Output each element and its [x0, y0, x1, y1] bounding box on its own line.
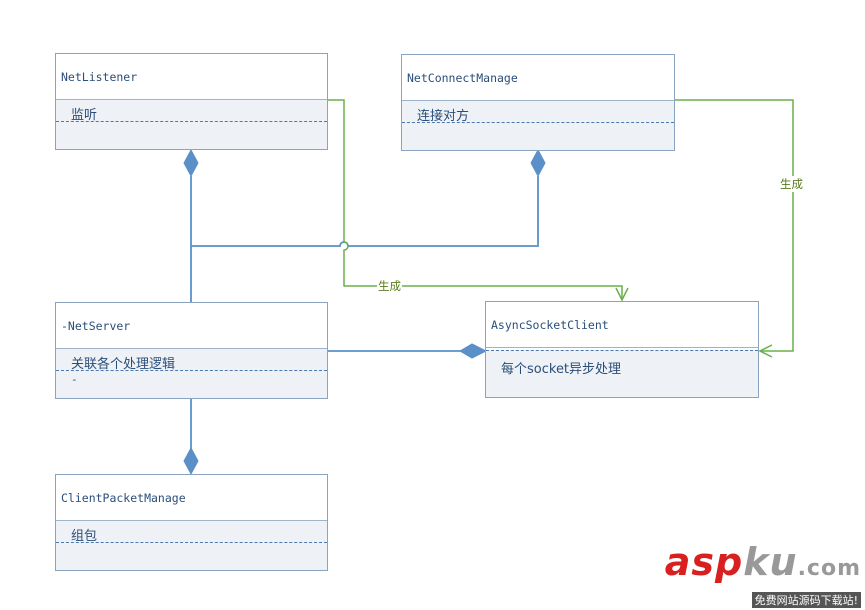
watermark-subtitle: 免费网站源码下载站! [751, 592, 861, 608]
generate-label-right: 生成 [779, 176, 804, 192]
class-body: 监听 [56, 100, 327, 149]
class-attribute: 关联各个处理逻辑 [56, 349, 327, 372]
composition-diamond-netconnectmanage [530, 148, 546, 178]
class-body: 连接对方 [402, 101, 674, 150]
watermark-logo-suffix: .com [797, 556, 861, 581]
generate-arrowhead-right [758, 344, 773, 358]
watermark-logo-red: asp [664, 540, 744, 584]
generate-label-left: 生成 [377, 278, 402, 294]
watermark-logo-gray: ku [743, 540, 798, 584]
class-netconnectmanage[interactable]: NetConnectManage 连接对方 [401, 54, 675, 151]
class-netlistener[interactable]: NetListener 监听 [55, 53, 328, 150]
class-body: 每个socket异步处理 [486, 350, 758, 397]
class-attribute: 每个socket异步处理 [486, 350, 758, 377]
class-name: NetListener [56, 54, 327, 100]
composition-diamond-asyncsocketclient [459, 343, 488, 359]
class-body: 组包 [56, 521, 327, 570]
generate-arrowhead-left [615, 287, 629, 302]
composition-diamond-netlistener [183, 148, 199, 178]
connector-netconnectmanage-netserver [191, 176, 539, 247]
class-name: -NetServer [56, 303, 327, 349]
class-name: AsyncSocketClient [486, 302, 758, 348]
composition-diamond-clientpacketmanage [183, 446, 199, 476]
generate-line-right [675, 99, 794, 352]
class-clientpacketmanage[interactable]: ClientPacketManage 组包 [55, 474, 328, 571]
watermark-logo: aspku.com [665, 542, 861, 589]
generate-line-left [328, 99, 623, 300]
class-asyncsocketclient[interactable]: AsyncSocketClient 每个socket异步处理 [485, 301, 759, 398]
class-attribute: 监听 [56, 100, 327, 123]
class-name: NetConnectManage [402, 55, 674, 101]
class-netserver[interactable]: -NetServer 关联各个处理逻辑 - [55, 302, 328, 399]
class-name: ClientPacketManage [56, 475, 327, 521]
class-attribute: 连接对方 [402, 101, 674, 124]
class-extra: - [71, 373, 78, 386]
class-body: 关联各个处理逻辑 - [56, 349, 327, 398]
class-attribute: 组包 [56, 521, 327, 544]
site-watermark: aspku.com 免费网站源码下载站! [665, 542, 861, 608]
